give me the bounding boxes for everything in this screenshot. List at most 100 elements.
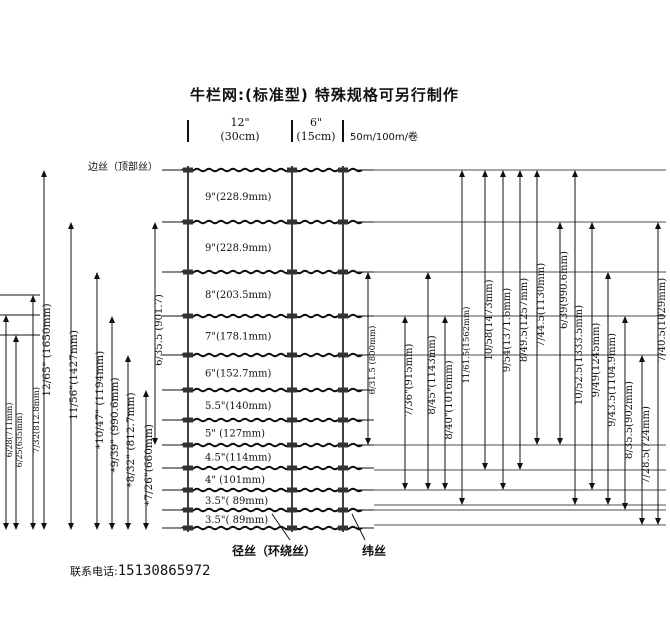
knot bbox=[183, 219, 193, 225]
knot bbox=[183, 525, 193, 531]
knot bbox=[338, 507, 348, 513]
knot bbox=[183, 507, 193, 513]
arrow-head bbox=[517, 170, 523, 177]
line-wire bbox=[181, 442, 363, 448]
arrow-head bbox=[517, 463, 523, 470]
arrow-head bbox=[622, 316, 628, 323]
arrow-head bbox=[3, 523, 9, 530]
arrow-head bbox=[152, 438, 158, 445]
arrow-head bbox=[622, 503, 628, 510]
arrow-head bbox=[41, 170, 47, 177]
arrow-head bbox=[572, 498, 578, 505]
spec-label: 7/40.5(1029mm) bbox=[657, 278, 668, 362]
arrow-head bbox=[425, 272, 431, 279]
spec-label: 10/58(1473mm) bbox=[484, 279, 495, 360]
knot bbox=[287, 352, 297, 358]
knot bbox=[338, 167, 348, 173]
knot bbox=[338, 442, 348, 448]
knot bbox=[338, 387, 348, 393]
spec-label: *10/47" (1194mm) bbox=[94, 351, 106, 450]
arrow-head bbox=[109, 523, 115, 530]
arrow-head bbox=[365, 272, 371, 279]
line-wire bbox=[181, 525, 363, 531]
spacing-label: 6"(152.7mm) bbox=[205, 369, 271, 380]
spec-label: *7/26"(660mm) bbox=[143, 424, 155, 506]
spacing-labels: 9"(228.9mm)9"(228.9mm)8"(203.5mm)7"(178.… bbox=[205, 192, 271, 526]
spec-label: 6/35.5 (901.7) bbox=[154, 294, 165, 366]
knot bbox=[183, 313, 193, 319]
arrow-head bbox=[125, 355, 131, 362]
knot bbox=[183, 352, 193, 358]
arrow-head bbox=[482, 463, 488, 470]
line-wire bbox=[181, 417, 363, 423]
left-spec-dimensions: 6/28(711mm)6/25(635mm)7/32(812.8mm)12/65… bbox=[0, 170, 378, 530]
spacing-label: 4" (101mm) bbox=[205, 475, 265, 486]
contact-info: 联系电话:15130865972 bbox=[70, 563, 210, 579]
spec-label: 6/28(711mm) bbox=[5, 403, 14, 458]
spacing-label: 3.5"( 89mm) bbox=[205, 515, 268, 526]
dim-6-inch: 6" bbox=[310, 116, 322, 129]
spacing-label: 3.5"( 89mm) bbox=[205, 496, 268, 507]
arrow-head bbox=[13, 523, 19, 530]
arrow-head bbox=[534, 170, 540, 177]
knot bbox=[338, 465, 348, 471]
dim-12-inch: 12" bbox=[230, 116, 249, 129]
spec-label: 11/56"(1427mm) bbox=[68, 330, 80, 420]
dim-15cm: (15cm) bbox=[296, 130, 335, 143]
line-wire bbox=[181, 487, 363, 493]
top-dimensions: 12" (30cm) 6" (15cm) 50m/100m/卷 bbox=[187, 116, 418, 143]
line-wire bbox=[181, 269, 363, 275]
right-spec-dimensions: 7/36"(915mm)8/45"(1143mm)8/40"(1016mm)11… bbox=[374, 169, 668, 526]
knot bbox=[183, 487, 193, 493]
arrow-head bbox=[639, 355, 645, 362]
contact-label: 联系电话: bbox=[70, 565, 118, 578]
spec-label: 9/43.5(1104.9mm) bbox=[607, 333, 618, 427]
arrow-head bbox=[500, 483, 506, 490]
arrow-head bbox=[425, 483, 431, 490]
arrow-head bbox=[68, 523, 74, 530]
dim-30cm: (30cm) bbox=[220, 130, 259, 143]
arrow-head bbox=[365, 438, 371, 445]
arrow-head bbox=[655, 518, 661, 525]
arrow-head bbox=[442, 483, 448, 490]
arrow-head bbox=[459, 170, 465, 177]
diagram-title: 牛栏网:(标准型) 特殊规格可另行制作 bbox=[190, 86, 459, 104]
arrow-head bbox=[125, 523, 131, 530]
spacing-label: 5.5"(140mm) bbox=[205, 401, 271, 412]
arrow-head bbox=[41, 523, 47, 530]
line-wire bbox=[181, 507, 363, 513]
arrow-head bbox=[482, 170, 488, 177]
arrow-head bbox=[442, 316, 448, 323]
spec-label: 7/32(812.8mm) bbox=[31, 387, 42, 453]
spec-label: 7/36"(915mm) bbox=[404, 343, 415, 416]
knot bbox=[338, 525, 348, 531]
line-wire bbox=[181, 352, 363, 358]
knot bbox=[338, 313, 348, 319]
stay-wire-label: 径丝（环绕丝） bbox=[232, 543, 316, 558]
arrow-head bbox=[572, 170, 578, 177]
arrow-head bbox=[30, 295, 36, 302]
knot bbox=[287, 507, 297, 513]
spec-label: 8/35.5(902mm) bbox=[624, 381, 635, 459]
arrow-head bbox=[589, 222, 595, 229]
arrow-head bbox=[605, 272, 611, 279]
knot bbox=[287, 417, 297, 423]
arrow-head bbox=[13, 335, 19, 342]
arrow-head bbox=[605, 498, 611, 505]
arrow-head bbox=[500, 170, 506, 177]
arrow-head bbox=[143, 523, 149, 530]
line-wire bbox=[181, 313, 363, 319]
knot bbox=[287, 465, 297, 471]
spec-label: 7/44.5(1130mm) bbox=[536, 263, 547, 347]
knot bbox=[287, 167, 297, 173]
knot bbox=[338, 417, 348, 423]
line-wire-label: 纬丝 bbox=[362, 543, 386, 558]
knot bbox=[338, 269, 348, 275]
knot bbox=[287, 313, 297, 319]
knot bbox=[183, 167, 193, 173]
arrow-head bbox=[557, 438, 563, 445]
line-wire bbox=[181, 387, 363, 393]
knot bbox=[183, 387, 193, 393]
spec-label: 9/54(1371.6mm) bbox=[502, 288, 513, 372]
spacing-label: 4.5"(114mm) bbox=[205, 453, 271, 464]
